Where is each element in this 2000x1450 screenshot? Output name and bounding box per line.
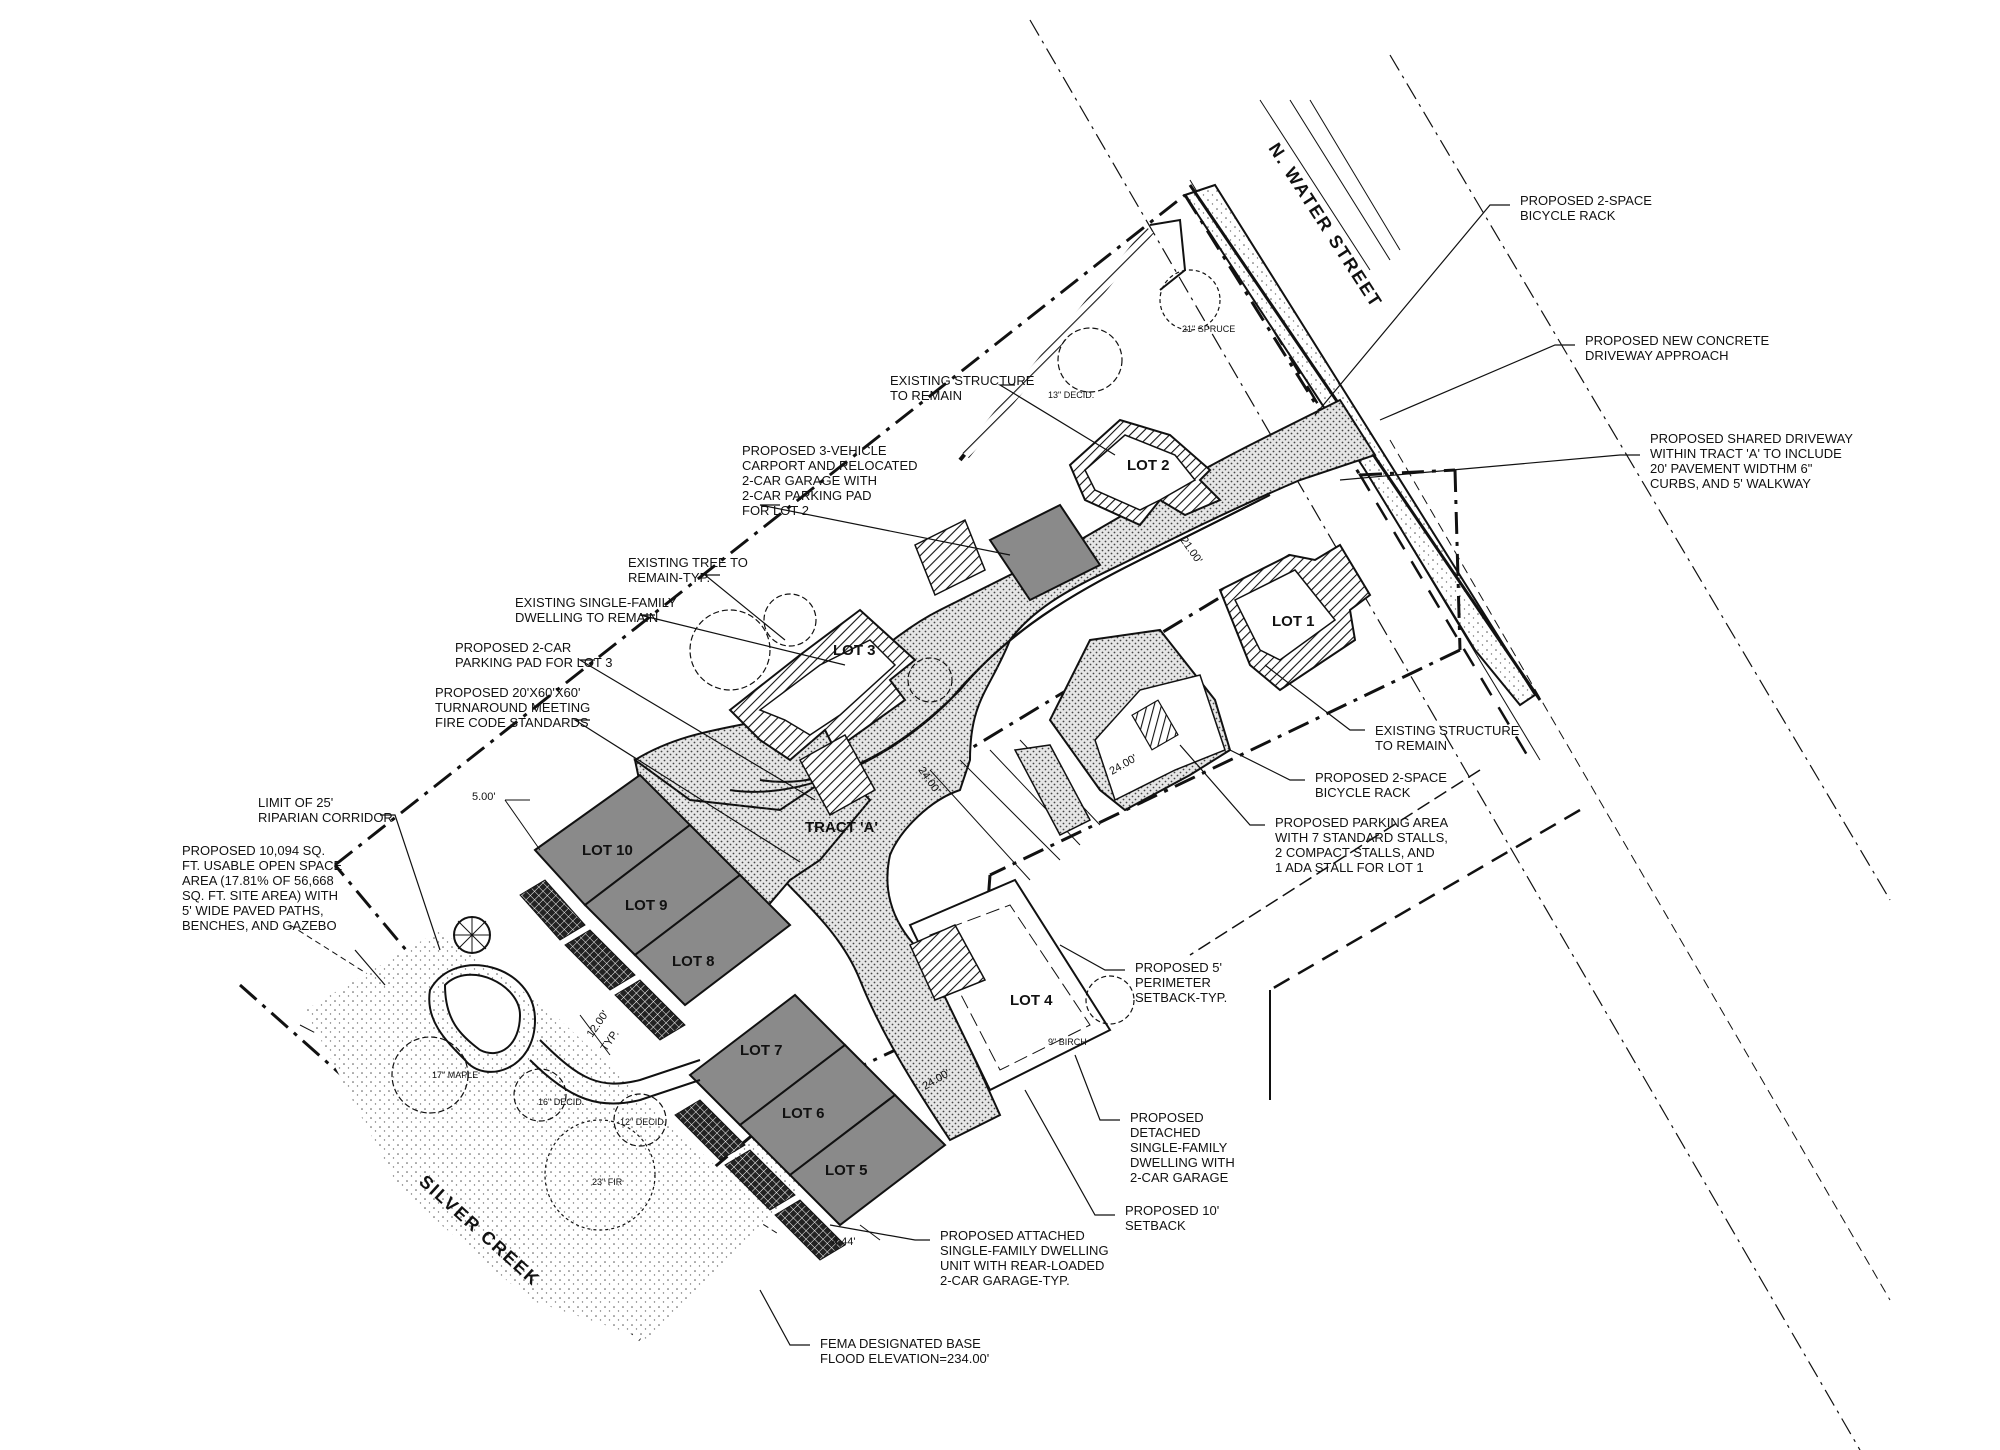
tract-a-label: TRACT 'A' xyxy=(805,819,878,836)
note-bike-rack-lot1: PROPOSED 2-SPACE BICYCLE RACK xyxy=(1315,770,1451,800)
note-bike-rack-top: PROPOSED 2-SPACE BICYCLE RACK xyxy=(1520,193,1656,223)
lot4-label: LOT 4 xyxy=(1010,992,1053,1009)
lots-5-7-block xyxy=(674,993,947,1261)
note-existing-structure-top: EXISTING STRUCTURE TO REMAIN xyxy=(890,373,1038,403)
dim-4-44: 4.44' xyxy=(832,1236,856,1248)
note-riparian: LIMIT OF 25' RIPARIAN CORRIDOR xyxy=(258,795,393,825)
tree-fir: 23" FIR xyxy=(592,1177,623,1187)
note-existing-tree: EXISTING TREE TO REMAIN-TYP. xyxy=(628,555,752,585)
note-carport: PROPOSED 3-VEHICLE CARPORT AND RELOCATED… xyxy=(742,443,921,518)
lot6-label: LOT 6 xyxy=(782,1105,825,1122)
lot8-label: LOT 8 xyxy=(672,953,715,970)
note-perimeter: PROPOSED 5' PERIMETER SETBACK-TYP. xyxy=(1135,960,1227,1005)
note-attached: PROPOSED ATTACHED SINGLE-FAMILY DWELLING… xyxy=(940,1228,1112,1288)
dim-typ: TYP. xyxy=(599,1028,622,1054)
lot9-label: LOT 9 xyxy=(625,897,668,914)
tree-decid-13: 13" DECID. xyxy=(1048,390,1094,400)
lot2-label: LOT 2 xyxy=(1127,457,1170,474)
tree-maple: 17" MAPLE xyxy=(432,1070,478,1080)
note-turnaround: PROPOSED 20'X60'X60' TURNAROUND MEETING … xyxy=(435,685,594,730)
tree-decid-12: 12" DECID. xyxy=(620,1117,666,1127)
gazebo-and-path xyxy=(428,916,701,1105)
tree-symbols xyxy=(391,269,1221,1231)
lots-8-10-block xyxy=(519,773,792,1041)
note-open-space: PROPOSED 10,094 SQ. FT. USABLE OPEN SPAC… xyxy=(182,843,346,933)
note-setback-10: PROPOSED 10' SETBACK xyxy=(1125,1203,1223,1233)
dim-5: 5.00' xyxy=(472,791,496,803)
lot3-parking-pad xyxy=(798,733,877,817)
note-detached: PROPOSED DETACHED SINGLE-FAMILY DWELLING… xyxy=(1130,1110,1238,1185)
leader-lines xyxy=(354,204,1640,1346)
note-fema: FEMA DESIGNATED BASE FLOOD ELEVATION=234… xyxy=(820,1336,989,1366)
note-driveway-approach: PROPOSED NEW CONCRETE DRIVEWAY APPROACH xyxy=(1585,333,1773,363)
tree-decid-16: 16" DECID. xyxy=(538,1097,584,1107)
dimension-lines xyxy=(504,799,881,1241)
lot2-carport xyxy=(988,503,1102,602)
note-parking-lot1: PROPOSED PARKING AREA WITH 7 STANDARD ST… xyxy=(1275,815,1452,875)
tree-spruce: 21" SPRUCE xyxy=(1182,324,1235,334)
note-shared-driveway: PROPOSED SHARED DRIVEWAY WITHIN TRACT 'A… xyxy=(1650,431,1856,491)
note-existing-structure-lot1: EXISTING STRUCTURE TO REMAIN xyxy=(1375,723,1523,753)
note-existing-dwelling: EXISTING SINGLE-FAMILY DWELLING TO REMAI… xyxy=(515,595,680,625)
open-space-area xyxy=(305,930,860,1340)
lot1-label: LOT 1 xyxy=(1272,613,1315,630)
tract-a-driveway xyxy=(633,398,1377,1142)
lot7-label: LOT 7 xyxy=(740,1042,783,1059)
lot3-label: LOT 3 xyxy=(833,642,876,659)
lot1-parking-area xyxy=(929,628,1232,881)
lot4-detached-house xyxy=(908,878,1112,1092)
dim-21: 21.00' xyxy=(1178,535,1205,566)
tree-birch: 9" BIRCH xyxy=(1048,1037,1087,1047)
note-parking-pad-lot3: PROPOSED 2-CAR PARKING PAD FOR LOT 3 xyxy=(455,640,612,670)
lot5-label: LOT 5 xyxy=(825,1162,868,1179)
existing-walls xyxy=(958,218,1187,462)
lot10-label: LOT 10 xyxy=(582,842,633,859)
